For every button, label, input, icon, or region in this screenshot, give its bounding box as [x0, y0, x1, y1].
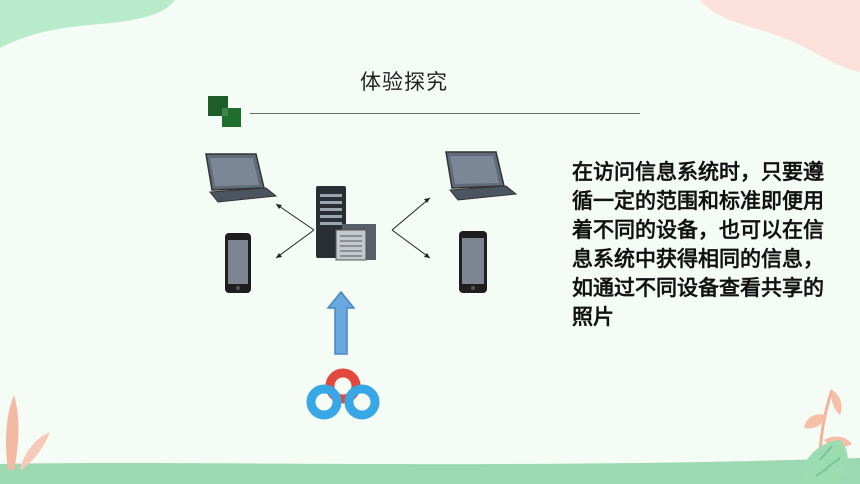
top-left-green-wave — [0, 0, 175, 48]
server-icon — [316, 186, 376, 261]
connection-arrows-left — [275, 203, 315, 259]
top-right-pink-blob — [700, 0, 860, 72]
decorative-leaves-right — [800, 389, 852, 484]
bottom-green-band — [0, 458, 860, 484]
smartphone-icon-right — [459, 231, 487, 293]
decorative-leaves-left — [6, 395, 50, 470]
connection-arrows-right — [391, 197, 431, 259]
laptop-icon-right — [445, 151, 518, 201]
explanation-text: 在访问信息系统时，只要遵循一定的范围和标准即便用着不同的设备，也可以在信息系统中… — [572, 160, 824, 329]
cloud-storage-logo-icon — [306, 368, 380, 420]
green-squares-icon — [208, 96, 241, 127]
slide-title: 体验探究 — [360, 70, 448, 94]
up-arrow-icon — [326, 290, 356, 355]
title-divider — [250, 113, 640, 114]
laptop-icon-left — [205, 153, 278, 203]
smartphone-icon-left — [225, 233, 251, 293]
